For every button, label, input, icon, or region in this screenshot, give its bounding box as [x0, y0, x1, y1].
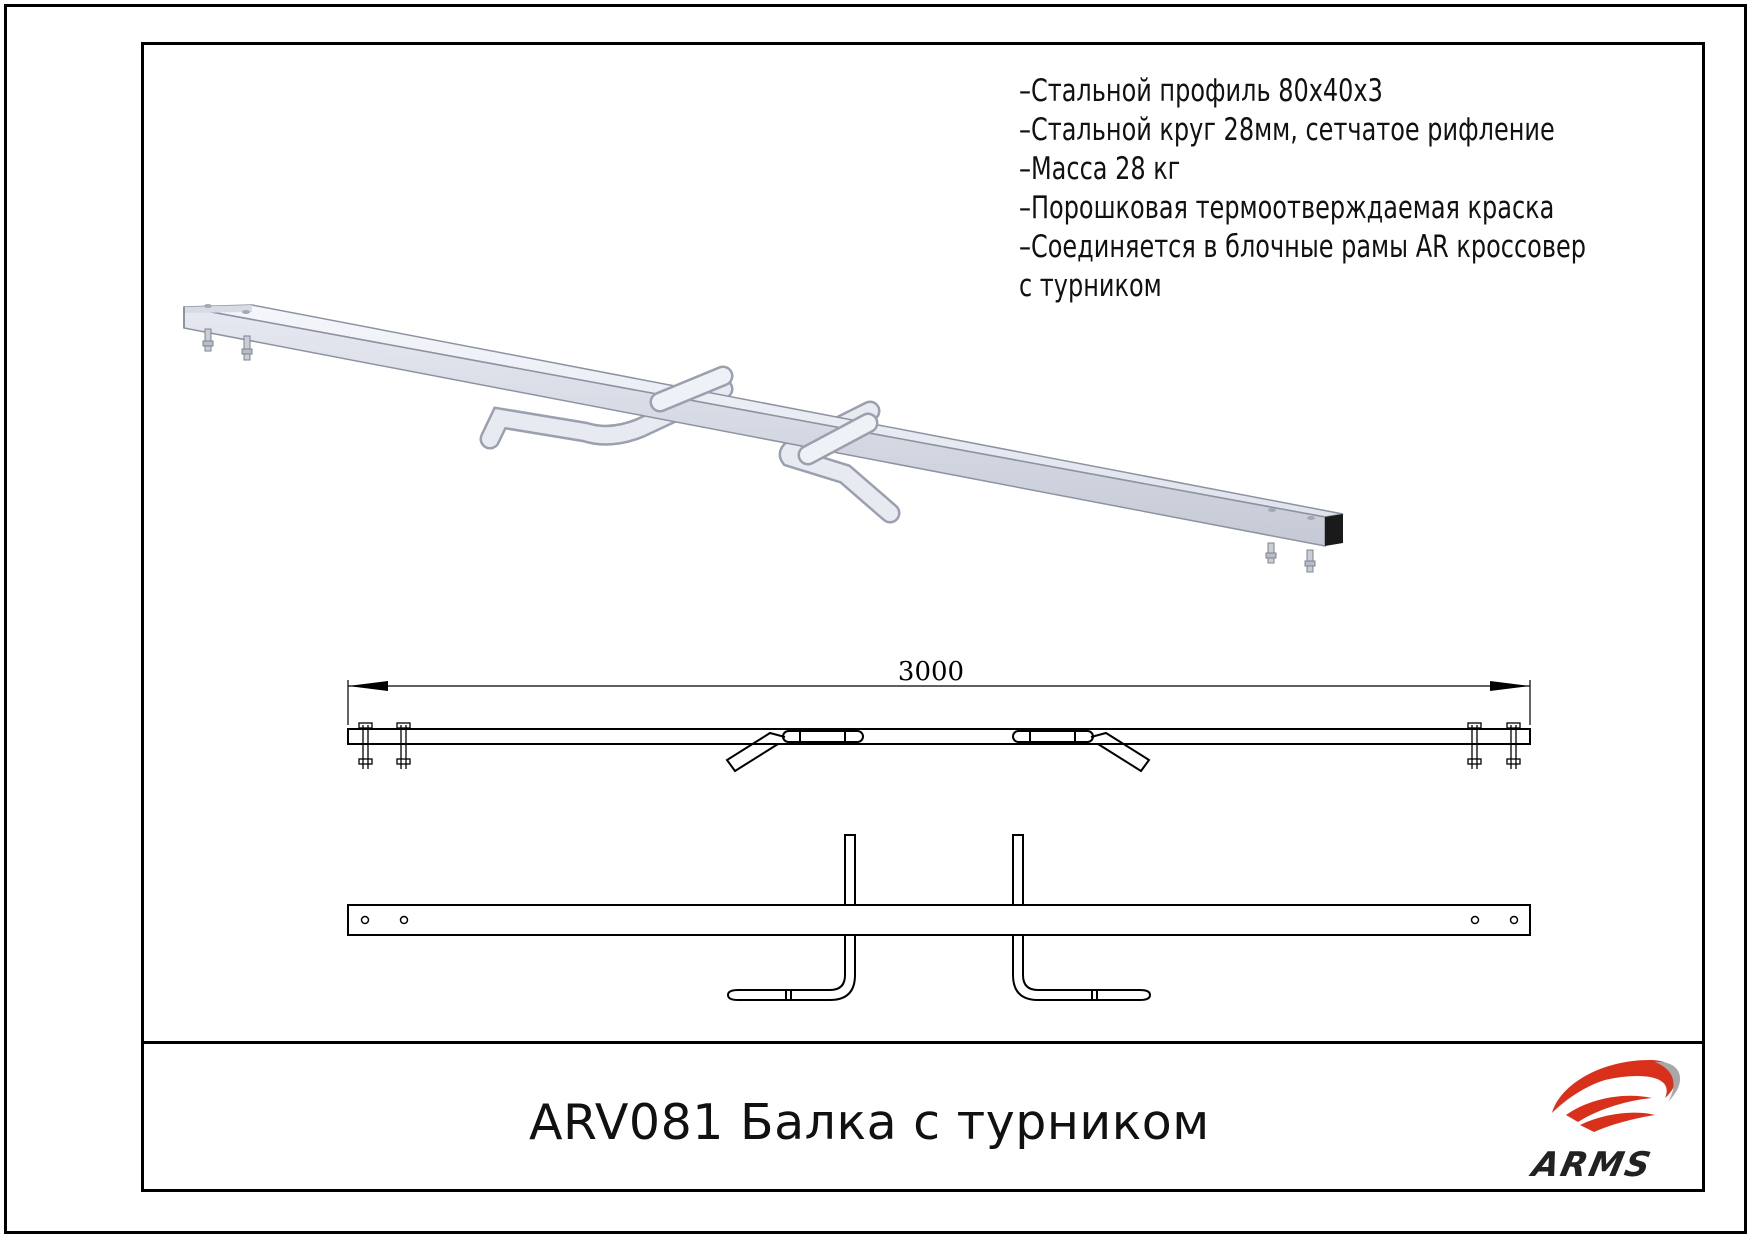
drawing-title: ARV081 Балка с турником [529, 1094, 1210, 1151]
spec-list: –Стальной профиль 80х40х3 –Стальной круг… [1019, 72, 1699, 306]
front-view [347, 680, 1531, 773]
spec-item: с турником [1019, 268, 1162, 304]
logo-text: ARMS [1526, 1145, 1656, 1185]
spec-item: –Стальной круг 28мм, сетчатое рифление [1019, 112, 1555, 148]
isometric-view [183, 304, 1344, 573]
spec-item: –Масса 28 кг [1019, 151, 1181, 187]
top-view [347, 834, 1531, 1001]
spec-item: –Соединяется в блочные рамы AR кроссовер [1019, 229, 1586, 265]
spec-item: –Порошковая термоотверждаемая краска [1019, 190, 1555, 226]
title-block: ARV081 Балка с турником [144, 1041, 1702, 1189]
dimension-label: 3000 [898, 657, 964, 687]
drawing-frame: ARV081 Балка с турником [141, 42, 1705, 1192]
arms-logo: ARMS [1526, 1060, 1681, 1185]
pullup-handle-left [479, 378, 734, 450]
sheet-border [4, 4, 1747, 1234]
spec-item: –Стальной профиль 80х40х3 [1019, 73, 1383, 109]
beam-3d [183, 304, 1344, 547]
handle-front-segments [649, 365, 879, 466]
bolts-3d [202, 328, 1316, 573]
